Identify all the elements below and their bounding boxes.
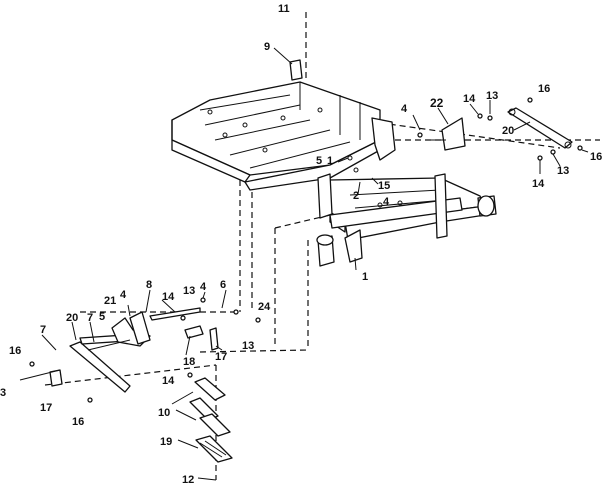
callout-3: 3	[0, 387, 6, 399]
callout-4: 4	[401, 103, 408, 115]
callout-16: 16	[590, 151, 602, 163]
callout-17: 17	[40, 402, 52, 414]
leader-lines	[41, 47, 589, 481]
callout-14: 14	[162, 375, 175, 387]
foot-plate-assembly	[189, 377, 233, 463]
callout-20: 20	[502, 125, 514, 137]
callout-7: 7	[40, 324, 46, 336]
callout-17: 17	[215, 351, 227, 363]
callout-8: 8	[146, 279, 152, 291]
callout-11: 11	[278, 3, 290, 15]
callout-13: 13	[557, 165, 569, 177]
callout-13: 13	[486, 90, 498, 102]
callout-6: 6	[220, 279, 226, 291]
callout-14: 14	[532, 178, 545, 190]
callout-2: 2	[353, 190, 359, 202]
callout-15: 15	[378, 180, 390, 192]
callout-22: 22	[430, 96, 444, 110]
callout-4: 4	[120, 289, 127, 301]
callout-9: 9	[264, 41, 270, 53]
left-pedal-assembly	[19, 297, 261, 403]
callout-1: 1	[327, 155, 333, 167]
callout-7: 7	[87, 312, 93, 324]
callout-13: 13	[183, 285, 195, 297]
callout-18: 18	[183, 356, 195, 368]
callout-5: 5	[99, 311, 105, 323]
callout-labels: 11 9 4 22 14 13 16 20 16 14 13 5 1 2 15 …	[0, 3, 602, 486]
callout-16: 16	[9, 345, 21, 357]
callout-16: 16	[72, 416, 84, 428]
callout-24: 24	[258, 301, 271, 313]
callout-10: 10	[158, 407, 170, 419]
callout-19: 19	[160, 436, 172, 448]
callout-14: 14	[162, 291, 175, 303]
main-frame-assembly	[171, 59, 497, 267]
right-link-assembly	[417, 97, 583, 161]
callout-20: 20	[66, 312, 78, 324]
callout-4: 4	[200, 281, 207, 293]
callout-1: 1	[362, 271, 368, 283]
callout-13: 13	[242, 340, 254, 352]
callout-21: 21	[104, 295, 116, 307]
callout-12: 12	[182, 474, 194, 486]
callout-4: 4	[383, 196, 390, 208]
callout-5: 5	[316, 155, 322, 167]
callout-14: 14	[463, 93, 476, 105]
callout-16: 16	[538, 83, 550, 95]
